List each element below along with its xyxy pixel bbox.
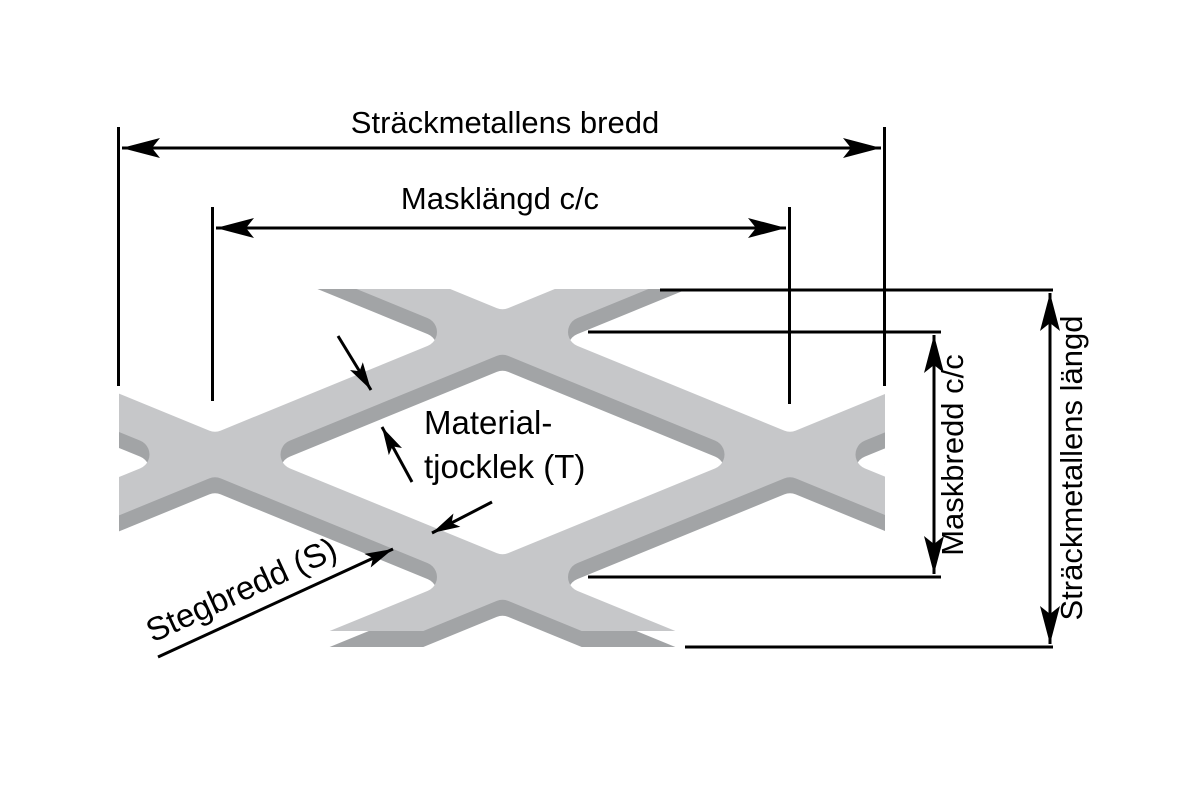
mesh-top-surface xyxy=(119,289,885,631)
leader-arrow-strand-upper-edge xyxy=(431,500,493,535)
leader-arrow-thickness-bottom xyxy=(380,426,414,483)
mesh-length-label: Masklängd c/c xyxy=(401,181,599,216)
mesh-illustration xyxy=(119,289,885,647)
material-thickness-label-line1: Material- xyxy=(424,404,552,441)
leader-arrow-strand-width xyxy=(157,547,394,659)
mesh-width-label: Maskbredd c/c xyxy=(935,354,970,556)
sheet-length-label: Sträckmetallens längd xyxy=(1054,316,1089,621)
sheet-width-label: Sträckmetallens bredd xyxy=(351,105,659,140)
dimension-lines xyxy=(117,127,1060,659)
leader-arrow-thickness-top xyxy=(336,335,373,391)
material-thickness-label-line2: tjocklek (T) xyxy=(424,448,585,485)
